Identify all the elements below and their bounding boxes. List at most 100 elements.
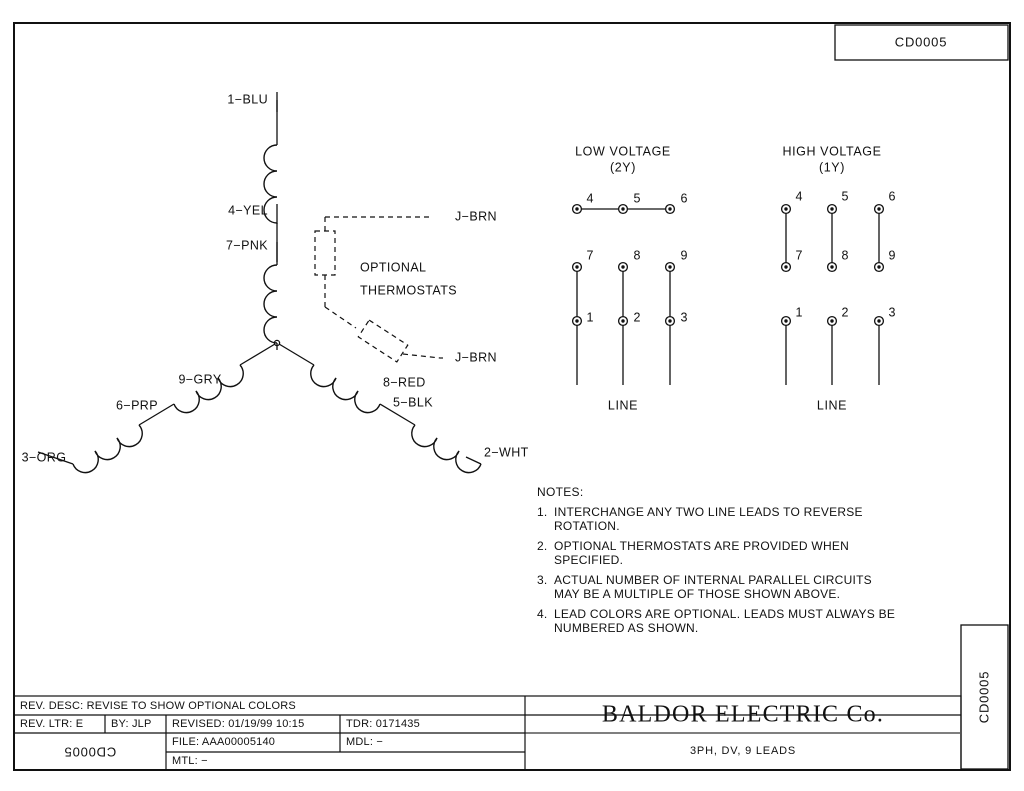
- high-voltage-terminal-8[interactable]: [826, 261, 838, 273]
- drawing-number-box-top: [834, 24, 1009, 61]
- note-text-1-line1: INTERCHANGE ANY TWO LINE LEADS TO REVERS…: [554, 505, 863, 519]
- title-block-rev-ltr: REV. LTR: E: [20, 718, 83, 730]
- note-item-2: 2. OPTIONAL THERMOSTATS ARE PROVIDED WHE…: [537, 539, 849, 567]
- high-voltage-label-7: 7: [796, 248, 803, 262]
- drawing-number-side: CD0005: [976, 671, 991, 724]
- winding-phase-middle: [263, 248, 278, 350]
- high-voltage-terminal-2[interactable]: [826, 315, 838, 327]
- note-number-4: 4.: [537, 607, 548, 621]
- low-voltage-label-8: 8: [634, 248, 641, 262]
- title-block-tdr: TDR: 0171435: [346, 718, 420, 730]
- low-voltage-terminal-3[interactable]: [664, 315, 676, 327]
- note-item-1: 1. INTERCHANGE ANY TWO LINE LEADS TO REV…: [537, 505, 863, 533]
- note-item-4: 4. LEAD COLORS ARE OPTIONAL. LEADS MUST …: [537, 607, 895, 635]
- high-voltage-terminal-4[interactable]: [780, 203, 792, 215]
- note-text-4-line1: LEAD COLORS ARE OPTIONAL. LEADS MUST ALW…: [554, 607, 895, 621]
- winding-lead-label-2-wht: 2−WHT: [484, 445, 529, 459]
- low-voltage-terminal-9[interactable]: [664, 261, 676, 273]
- high-voltage-terminal-6[interactable]: [873, 203, 885, 215]
- winding-lead-label-4-yel: 4−YEL: [228, 203, 268, 217]
- winding-phase-left: [37, 343, 276, 474]
- title-block-company-name: BALDOR ELECTRIC Co.: [602, 702, 884, 728]
- high-voltage-title-line1: HIGH VOLTAGE: [782, 144, 881, 158]
- title-block-drawing-number-bottom-left: CD0005: [64, 745, 117, 760]
- low-voltage-title-line1: LOW VOLTAGE: [575, 144, 671, 158]
- title-block-subtitle: 3PH, DV, 9 LEADS: [690, 745, 796, 757]
- low-voltage-terminal-6[interactable]: [664, 203, 676, 215]
- high-voltage-terminal-1[interactable]: [780, 315, 792, 327]
- note-number-3: 3.: [537, 573, 548, 587]
- title-block-file: FILE: AAA00005140: [172, 736, 275, 748]
- high-voltage-label-1: 1: [796, 305, 803, 319]
- title-block-mtl: MTL: −: [172, 755, 208, 767]
- high-voltage-line-label: LINE: [817, 398, 847, 412]
- note-text-3-line2: MAY BE A MULTIPLE OF THOSE SHOWN ABOVE.: [554, 587, 840, 601]
- high-voltage-label-3: 3: [889, 305, 896, 319]
- low-voltage-label-1: 1: [587, 310, 594, 324]
- drawing-number-top: CD0005: [895, 34, 948, 49]
- winding-diagram: 1−BLU 4−YEL 7−PNK 9−GRY 6−PRP 3−ORG 8−RE…: [22, 92, 529, 474]
- high-voltage-terminal-5[interactable]: [826, 203, 838, 215]
- note-text-2-line2: SPECIFIED.: [554, 553, 623, 567]
- low-voltage-terminal-4[interactable]: [571, 203, 583, 215]
- thermostat-body-bottom: [357, 319, 409, 363]
- low-voltage-terminal-8[interactable]: [617, 261, 629, 273]
- low-voltage-line-label: LINE: [608, 398, 638, 412]
- thermostat-caption-line2: THERMOSTATS: [360, 283, 457, 297]
- winding-phase-top: [263, 100, 278, 248]
- title-block-revised: REVISED: 01/19/99 10:15: [172, 718, 304, 730]
- low-voltage-label-4: 4: [587, 191, 594, 205]
- connection-diagram-high-voltage: HIGH VOLTAGE (1Y): [780, 144, 896, 412]
- high-voltage-label-4: 4: [796, 189, 803, 203]
- high-voltage-title-line2: (1Y): [819, 160, 845, 174]
- low-voltage-terminal-7[interactable]: [571, 261, 583, 273]
- title-block-by: BY: JLP: [111, 718, 152, 730]
- note-item-3: 3. ACTUAL NUMBER OF INTERNAL PARALLEL CI…: [537, 573, 872, 601]
- thermostat-lead-label-top: J−BRN: [455, 209, 497, 223]
- title-block-mdl: MDL: −: [346, 736, 383, 748]
- thermostat-body-top: [314, 230, 336, 276]
- high-voltage-label-2: 2: [842, 305, 849, 319]
- high-voltage-terminal-9[interactable]: [873, 261, 885, 273]
- winding-center-node: [273, 339, 281, 347]
- high-voltage-terminal-7[interactable]: [780, 261, 792, 273]
- low-voltage-label-3: 3: [681, 310, 688, 324]
- low-voltage-label-9: 9: [681, 248, 688, 262]
- winding-phase-right: [278, 343, 482, 474]
- winding-lead-label-1-blu: 1−BLU: [227, 92, 268, 106]
- high-voltage-label-9: 9: [889, 248, 896, 262]
- winding-lead-label-9-gry: 9−GRY: [178, 372, 221, 386]
- winding-lead-label-7-pnk: 7−PNK: [226, 238, 268, 252]
- high-voltage-label-5: 5: [842, 189, 849, 203]
- winding-lead-label-3-org: 3−ORG: [22, 450, 67, 464]
- winding-lead-label-5-blk: 5−BLK: [393, 395, 433, 409]
- note-text-2-line1: OPTIONAL THERMOSTATS ARE PROVIDED WHEN: [554, 539, 849, 553]
- low-voltage-terminal-1[interactable]: [571, 315, 583, 327]
- low-voltage-title-line2: (2Y): [610, 160, 636, 174]
- low-voltage-label-6: 6: [681, 191, 688, 205]
- high-voltage-label-6: 6: [889, 189, 896, 203]
- notes-heading: NOTES:: [537, 485, 583, 499]
- thermostat-lead-label-bottom: J−BRN: [455, 350, 497, 364]
- low-voltage-terminal-5[interactable]: [617, 203, 629, 215]
- note-number-1: 1.: [537, 505, 548, 519]
- note-number-2: 2.: [537, 539, 548, 553]
- note-text-1-line2: ROTATION.: [554, 519, 620, 533]
- high-voltage-label-8: 8: [842, 248, 849, 262]
- optional-thermostats: J−BRN J−BRN OPTIONAL THERMOSTATS: [314, 209, 497, 364]
- low-voltage-label-5: 5: [634, 191, 641, 205]
- note-text-4-line2: NUMBERED AS SHOWN.: [554, 621, 699, 635]
- notes-block: NOTES: 1. INTERCHANGE ANY TWO LINE LEADS…: [537, 485, 895, 635]
- sheet-border: [13, 22, 1011, 771]
- low-voltage-label-7: 7: [587, 248, 594, 262]
- title-block-rev-desc: REV. DESC: REVISE TO SHOW OPTIONAL COLOR…: [20, 700, 296, 712]
- low-voltage-terminal-2[interactable]: [617, 315, 629, 327]
- winding-lead-label-8-red: 8−RED: [383, 375, 426, 389]
- winding-lead-label-6-prp: 6−PRP: [116, 398, 158, 412]
- thermostat-caption-line1: OPTIONAL: [360, 260, 426, 274]
- note-text-3-line1: ACTUAL NUMBER OF INTERNAL PARALLEL CIRCU…: [554, 573, 872, 587]
- low-voltage-label-2: 2: [634, 310, 641, 324]
- high-voltage-terminal-3[interactable]: [873, 315, 885, 327]
- title-block: REV. DESC: REVISE TO SHOW OPTIONAL COLOR…: [13, 695, 962, 771]
